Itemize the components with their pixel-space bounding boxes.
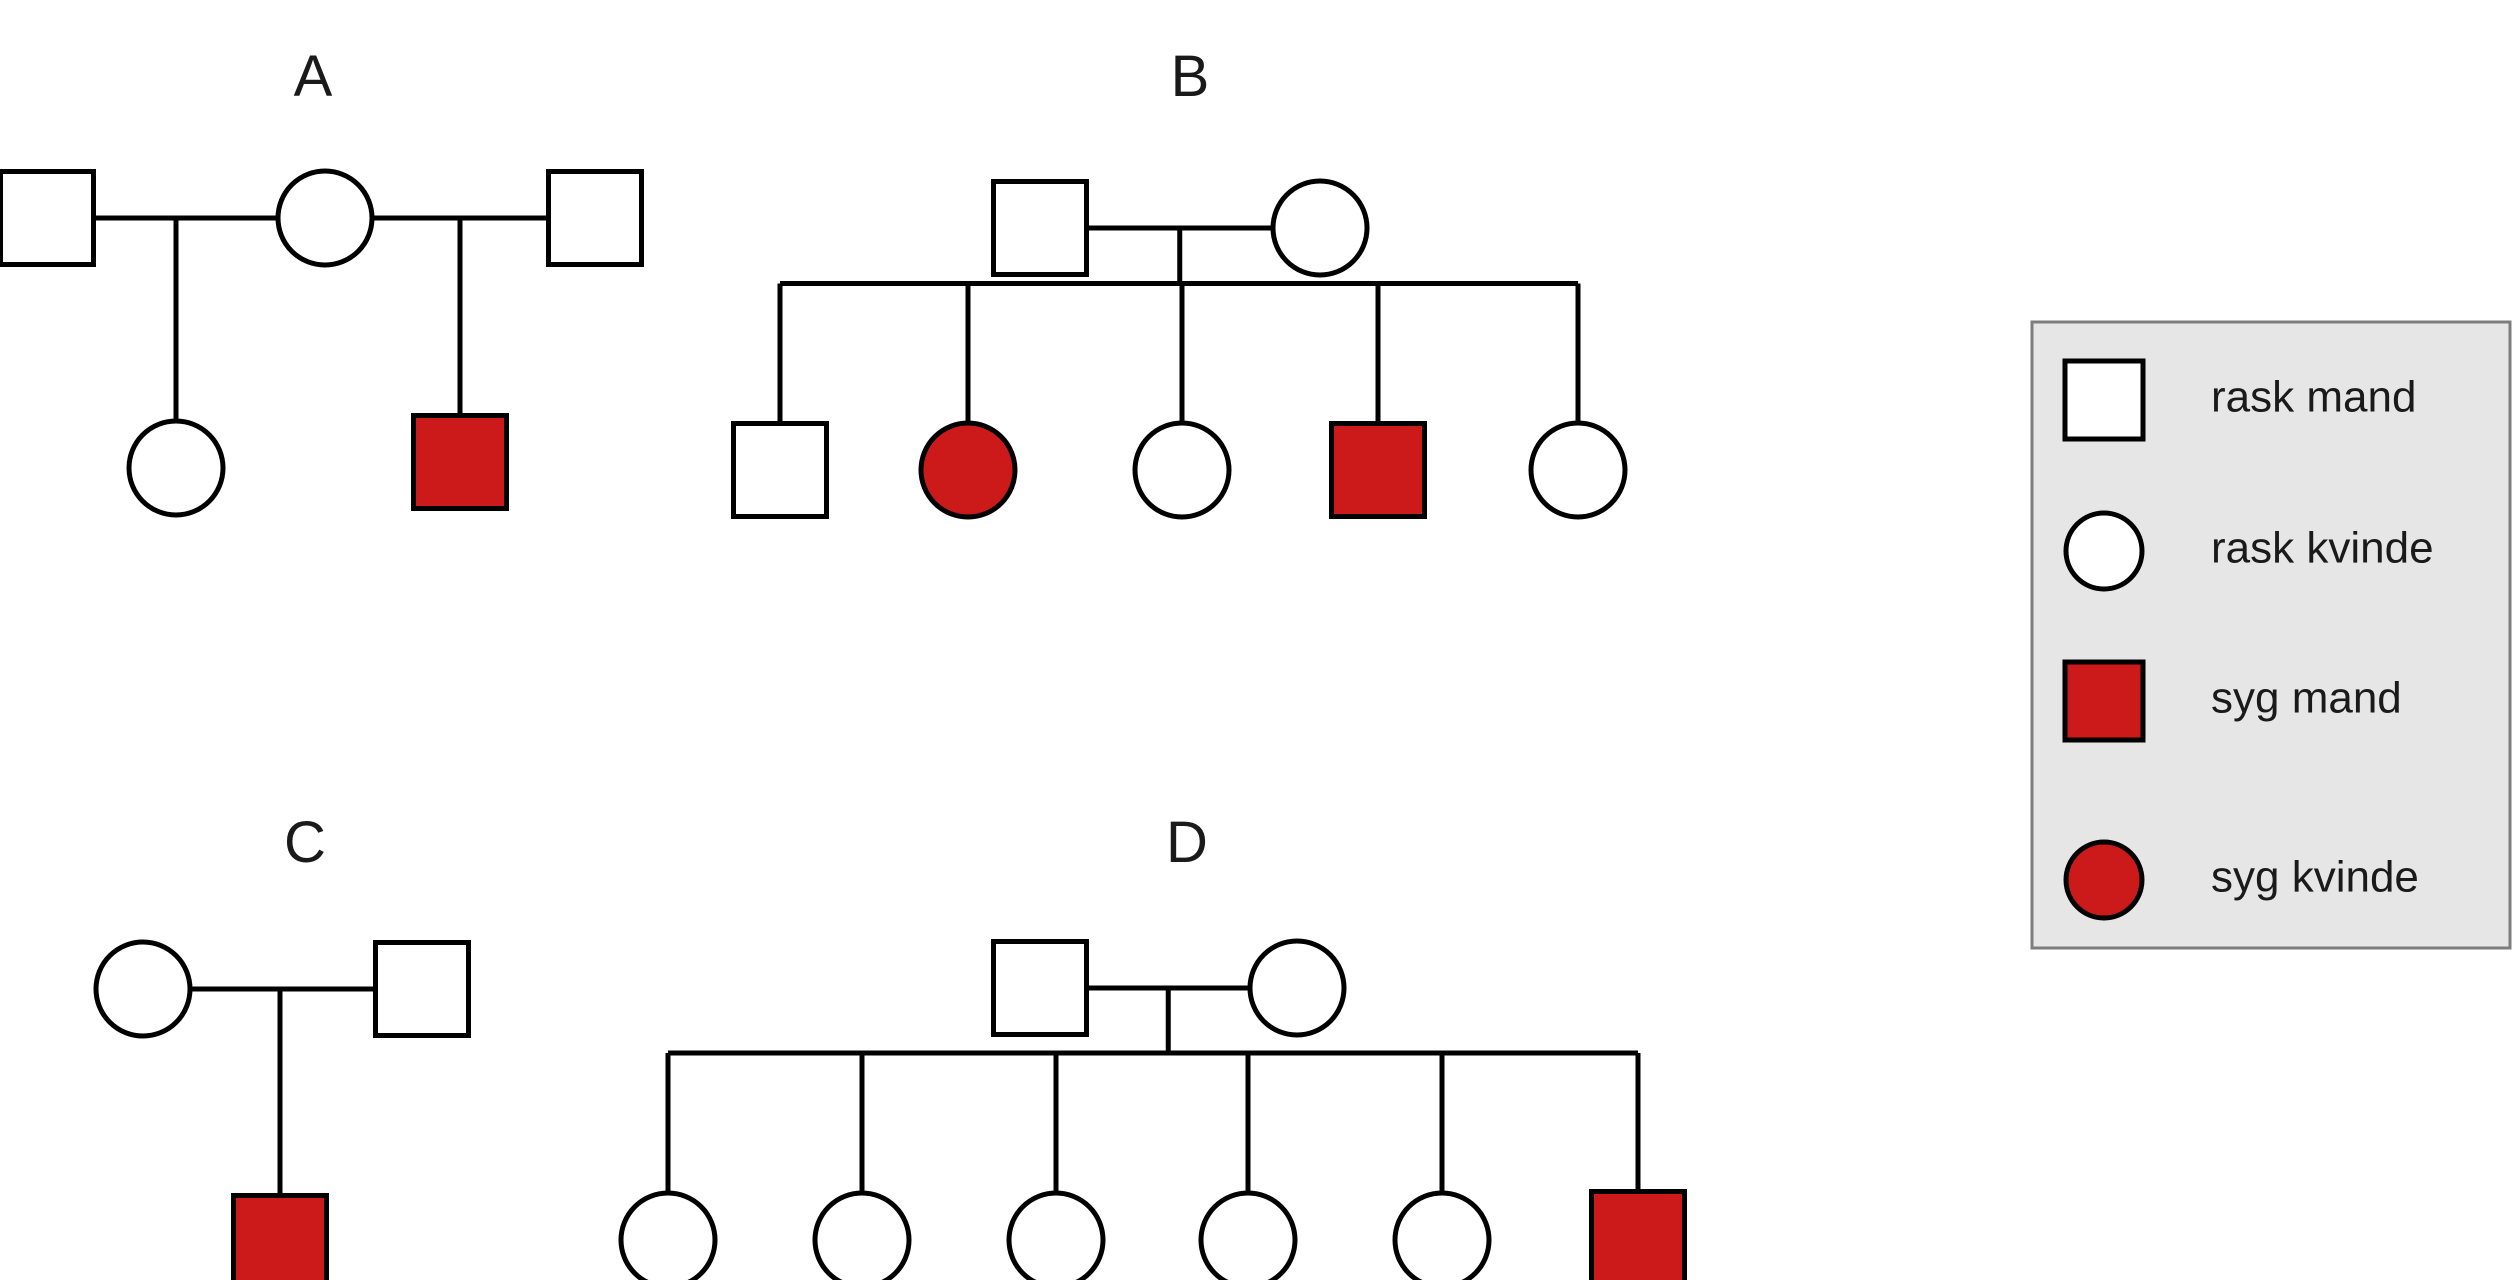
d-father-square-symbol[interactable] [991, 939, 1089, 1037]
a-father-right-square-symbol[interactable] [546, 169, 644, 267]
b-child-3-circle-symbol[interactable] [1132, 420, 1232, 520]
a-daughter-circle-symbol[interactable] [126, 418, 226, 518]
a-mother-circle-symbol[interactable] [275, 168, 375, 268]
d-child-2-circle-symbol[interactable] [812, 1190, 912, 1280]
d-child-3-circle-symbol[interactable] [1006, 1190, 1106, 1280]
d-child-6-square-symbol[interactable] [1589, 1189, 1687, 1280]
pedigree-panel-b: B [731, 44, 1628, 520]
b-mother-circle-symbol[interactable] [1270, 178, 1370, 278]
pedigree-panel-d: D [618, 810, 1687, 1280]
legend-rask-mand-label: rask mand [2211, 373, 2416, 422]
d-mother-circle-symbol[interactable] [1247, 938, 1347, 1038]
legend: rask mand rask kvinde syg mand syg kvinde [2030, 320, 2512, 950]
a-son-affected-square-symbol[interactable] [411, 413, 509, 511]
d-child-5-circle-symbol[interactable] [1392, 1190, 1492, 1280]
b-child-4-square-symbol[interactable] [1329, 421, 1427, 519]
legend-rask-mand-swatch-icon [2062, 358, 2146, 442]
b-child-5-circle-symbol[interactable] [1528, 420, 1628, 520]
legend-rask-kvinde-swatch-icon [2063, 510, 2145, 592]
b-father-square-symbol[interactable] [991, 179, 1089, 277]
c-mother-circle-symbol[interactable] [93, 939, 193, 1039]
c-son-affected-square-symbol[interactable] [231, 1193, 329, 1280]
a-father-left-square-symbol[interactable] [0, 169, 96, 267]
pedigree-panel-c: C [93, 810, 471, 1280]
c-father-square-symbol[interactable] [373, 940, 471, 1038]
panel-label-b: B [1171, 44, 1210, 109]
panel-label-c: C [284, 810, 326, 875]
legend-syg-kvinde-swatch-icon [2063, 839, 2145, 921]
d-child-1-circle-symbol[interactable] [618, 1190, 718, 1280]
panel-label-a: A [294, 44, 333, 109]
panel-label-d: D [1166, 810, 1208, 875]
legend-rask-kvinde-label: rask kvinde [2211, 524, 2434, 573]
legend-syg-kvinde-label: syg kvinde [2211, 853, 2419, 902]
pedigree-panel-a: A [0, 44, 644, 518]
legend-syg-mand-label: syg mand [2211, 674, 2402, 723]
legend-syg-mand-swatch-icon [2062, 659, 2146, 743]
b-child-1-square-symbol[interactable] [731, 421, 829, 519]
b-child-2-circle-symbol[interactable] [918, 420, 1018, 520]
d-child-4-circle-symbol[interactable] [1198, 1190, 1298, 1280]
